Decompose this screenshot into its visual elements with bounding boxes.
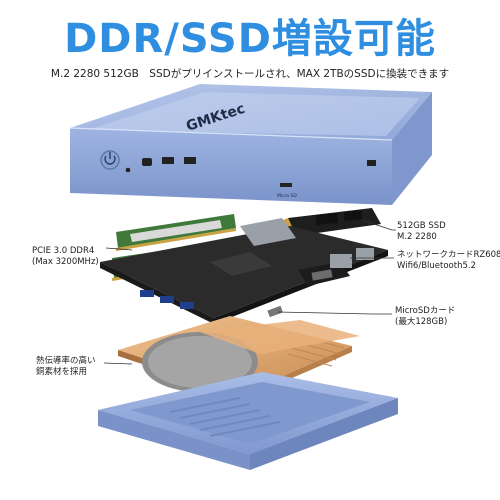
case-top bbox=[69, 84, 432, 205]
motherboard bbox=[100, 218, 388, 324]
usb-c-port-icon bbox=[142, 158, 152, 166]
front-panel-label: Micro SD bbox=[277, 193, 297, 199]
base-cover bbox=[98, 372, 398, 470]
microsd-slot bbox=[267, 305, 283, 318]
callout-ddr-line1: PCIE 3.0 DDR4 bbox=[32, 246, 95, 256]
callout-heatsink: 熱伝導率の高い 銅素材を採用 bbox=[36, 356, 96, 378]
callout-ddr-line2: (Max 3200MHz) bbox=[32, 257, 99, 267]
callout-ssd: 512GB SSD M.2 2280 bbox=[397, 221, 446, 243]
callout-heatsink-line1: 熱伝導率の高い bbox=[36, 356, 96, 366]
callout-lines bbox=[103, 219, 396, 365]
callout-ddr: PCIE 3.0 DDR4 (Max 3200MHz) bbox=[32, 246, 99, 268]
usb-a-port-icon bbox=[184, 157, 196, 164]
headline: DDR/SSD増設可能 bbox=[64, 16, 436, 62]
callout-network-line1: ネットワークカードRZ608 bbox=[397, 250, 500, 260]
power-button bbox=[100, 150, 120, 170]
front-ports bbox=[100, 150, 376, 187]
callout-network-line2: Wifi6/Bluetooth5.2 bbox=[397, 261, 476, 271]
callout-heatsink-line2: 銅素材を採用 bbox=[36, 367, 88, 377]
callout-network: ネットワークカードRZ608 Wifi6/Bluetooth5.2 bbox=[397, 250, 500, 272]
callout-microsd: MicroSDカード (最大128GB) bbox=[395, 306, 455, 328]
usb-a-port-icon bbox=[162, 157, 174, 164]
callout-line-microsd bbox=[277, 311, 392, 315]
microsd-slot-icon bbox=[367, 160, 376, 166]
callout-line-heatsink bbox=[103, 362, 133, 365]
subline: M.2 2280 512GB SSDがプリインストールされ、MAX 2TBのSS… bbox=[50, 68, 450, 80]
callout-line-ssd bbox=[361, 219, 396, 231]
callout-ssd-line1: 512GB SSD bbox=[397, 221, 446, 231]
callout-microsd-line1: MicroSDカード bbox=[395, 306, 456, 316]
ram-module-1 bbox=[116, 214, 236, 251]
callout-microsd-line2: (最大128GB) bbox=[395, 317, 448, 327]
callout-ssd-line2: M.2 2280 bbox=[397, 232, 437, 242]
audio-jack-icon bbox=[125, 167, 131, 173]
callout-line-ddr bbox=[105, 247, 133, 251]
